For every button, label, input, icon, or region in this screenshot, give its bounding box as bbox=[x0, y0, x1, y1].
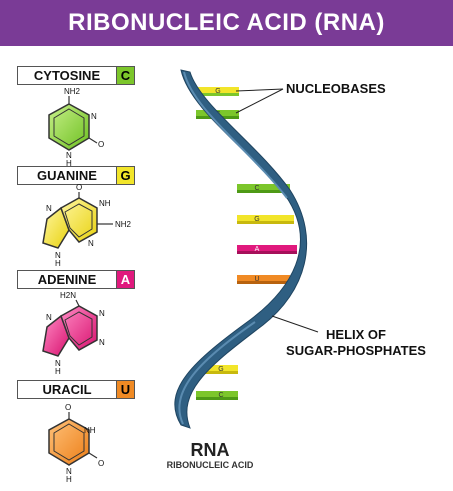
rung-letter: A bbox=[255, 246, 260, 253]
title-banner: RIBONUCLEIC ACID (RNA) bbox=[0, 0, 453, 46]
helix-line-2: SUGAR-PHOSPHATES bbox=[286, 343, 426, 358]
guanine-molecule: O NH NH2 N N N H bbox=[42, 183, 132, 268]
atom-label: N bbox=[99, 338, 105, 347]
atom-label: N bbox=[99, 309, 105, 318]
rna-subheading: RIBONUCLEIC ACID bbox=[166, 460, 254, 470]
page-title: RIBONUCLEIC ACID (RNA) bbox=[68, 9, 385, 36]
atom-label: H bbox=[55, 367, 61, 376]
atom-label: O bbox=[98, 140, 104, 149]
uracil-molecule: O NH O N H bbox=[48, 403, 104, 484]
adenine-molecule: H2N N N N N H bbox=[42, 291, 105, 376]
base-name: URACIL bbox=[42, 382, 92, 397]
atom-label: H2N bbox=[60, 291, 76, 300]
pointer-line bbox=[235, 88, 284, 114]
atom-label: NH bbox=[99, 199, 111, 208]
rung-4: G bbox=[237, 215, 294, 224]
atom-label: NH2 bbox=[64, 87, 81, 96]
atom-label: N bbox=[55, 359, 61, 368]
rung-letter: C bbox=[254, 185, 259, 192]
rung-letter: U bbox=[254, 276, 259, 283]
label-adenine: ADENINE A bbox=[17, 270, 135, 289]
pointer-line bbox=[271, 315, 319, 333]
atom-label: NH bbox=[84, 426, 96, 435]
atom-label: H bbox=[66, 159, 72, 168]
atom-label: H bbox=[55, 259, 61, 268]
atom-label: H bbox=[66, 475, 72, 484]
base-letter: C bbox=[116, 67, 134, 84]
atom-label: N bbox=[46, 313, 52, 322]
label-uracil: URACIL U bbox=[17, 380, 135, 399]
atom-label: O bbox=[98, 459, 104, 468]
rung-3: C bbox=[237, 184, 290, 193]
atom-label: N bbox=[66, 151, 72, 160]
label-helix: HELIX OF SUGAR-PHOSPHATES bbox=[272, 327, 440, 359]
atom-label: N bbox=[66, 467, 72, 476]
rung-7: G bbox=[200, 365, 238, 374]
base-letter: U bbox=[116, 381, 134, 398]
atom-label: N bbox=[91, 112, 97, 121]
atom-label: O bbox=[65, 403, 71, 412]
rung-6: U bbox=[237, 275, 290, 284]
atom-label: NH2 bbox=[115, 220, 132, 229]
base-name: ADENINE bbox=[37, 272, 97, 287]
base-name: CYTOSINE bbox=[33, 68, 101, 83]
atom-label: N bbox=[46, 204, 52, 213]
base-letter: A bbox=[116, 271, 134, 288]
cytosine-molecule: NH2 N O N H bbox=[48, 87, 104, 168]
base-name: GUANINE bbox=[37, 168, 97, 183]
label-cytosine: CYTOSINE C bbox=[17, 66, 135, 85]
helix-highlight bbox=[183, 71, 288, 199]
helix-highlight bbox=[178, 321, 256, 425]
rung-letter: G bbox=[254, 216, 259, 223]
atom-label: N bbox=[55, 251, 61, 260]
rna-heading: RNA bbox=[190, 440, 230, 460]
label-guanine: GUANINE G bbox=[17, 166, 135, 185]
base-letter: G bbox=[116, 167, 134, 184]
rung-letter: C bbox=[218, 392, 223, 399]
atom-label: O bbox=[76, 183, 82, 192]
pointer-line bbox=[235, 88, 284, 92]
rung-1: G bbox=[196, 87, 239, 96]
rung-5: A bbox=[237, 245, 297, 254]
rung-letter: G bbox=[215, 88, 220, 95]
rung-8: C bbox=[196, 391, 238, 400]
rung-letter: G bbox=[218, 366, 223, 373]
atom-label: N bbox=[88, 239, 94, 248]
helix-line-1: HELIX OF bbox=[326, 327, 386, 342]
label-nucleobases: NUCLEOBASES bbox=[286, 81, 386, 96]
